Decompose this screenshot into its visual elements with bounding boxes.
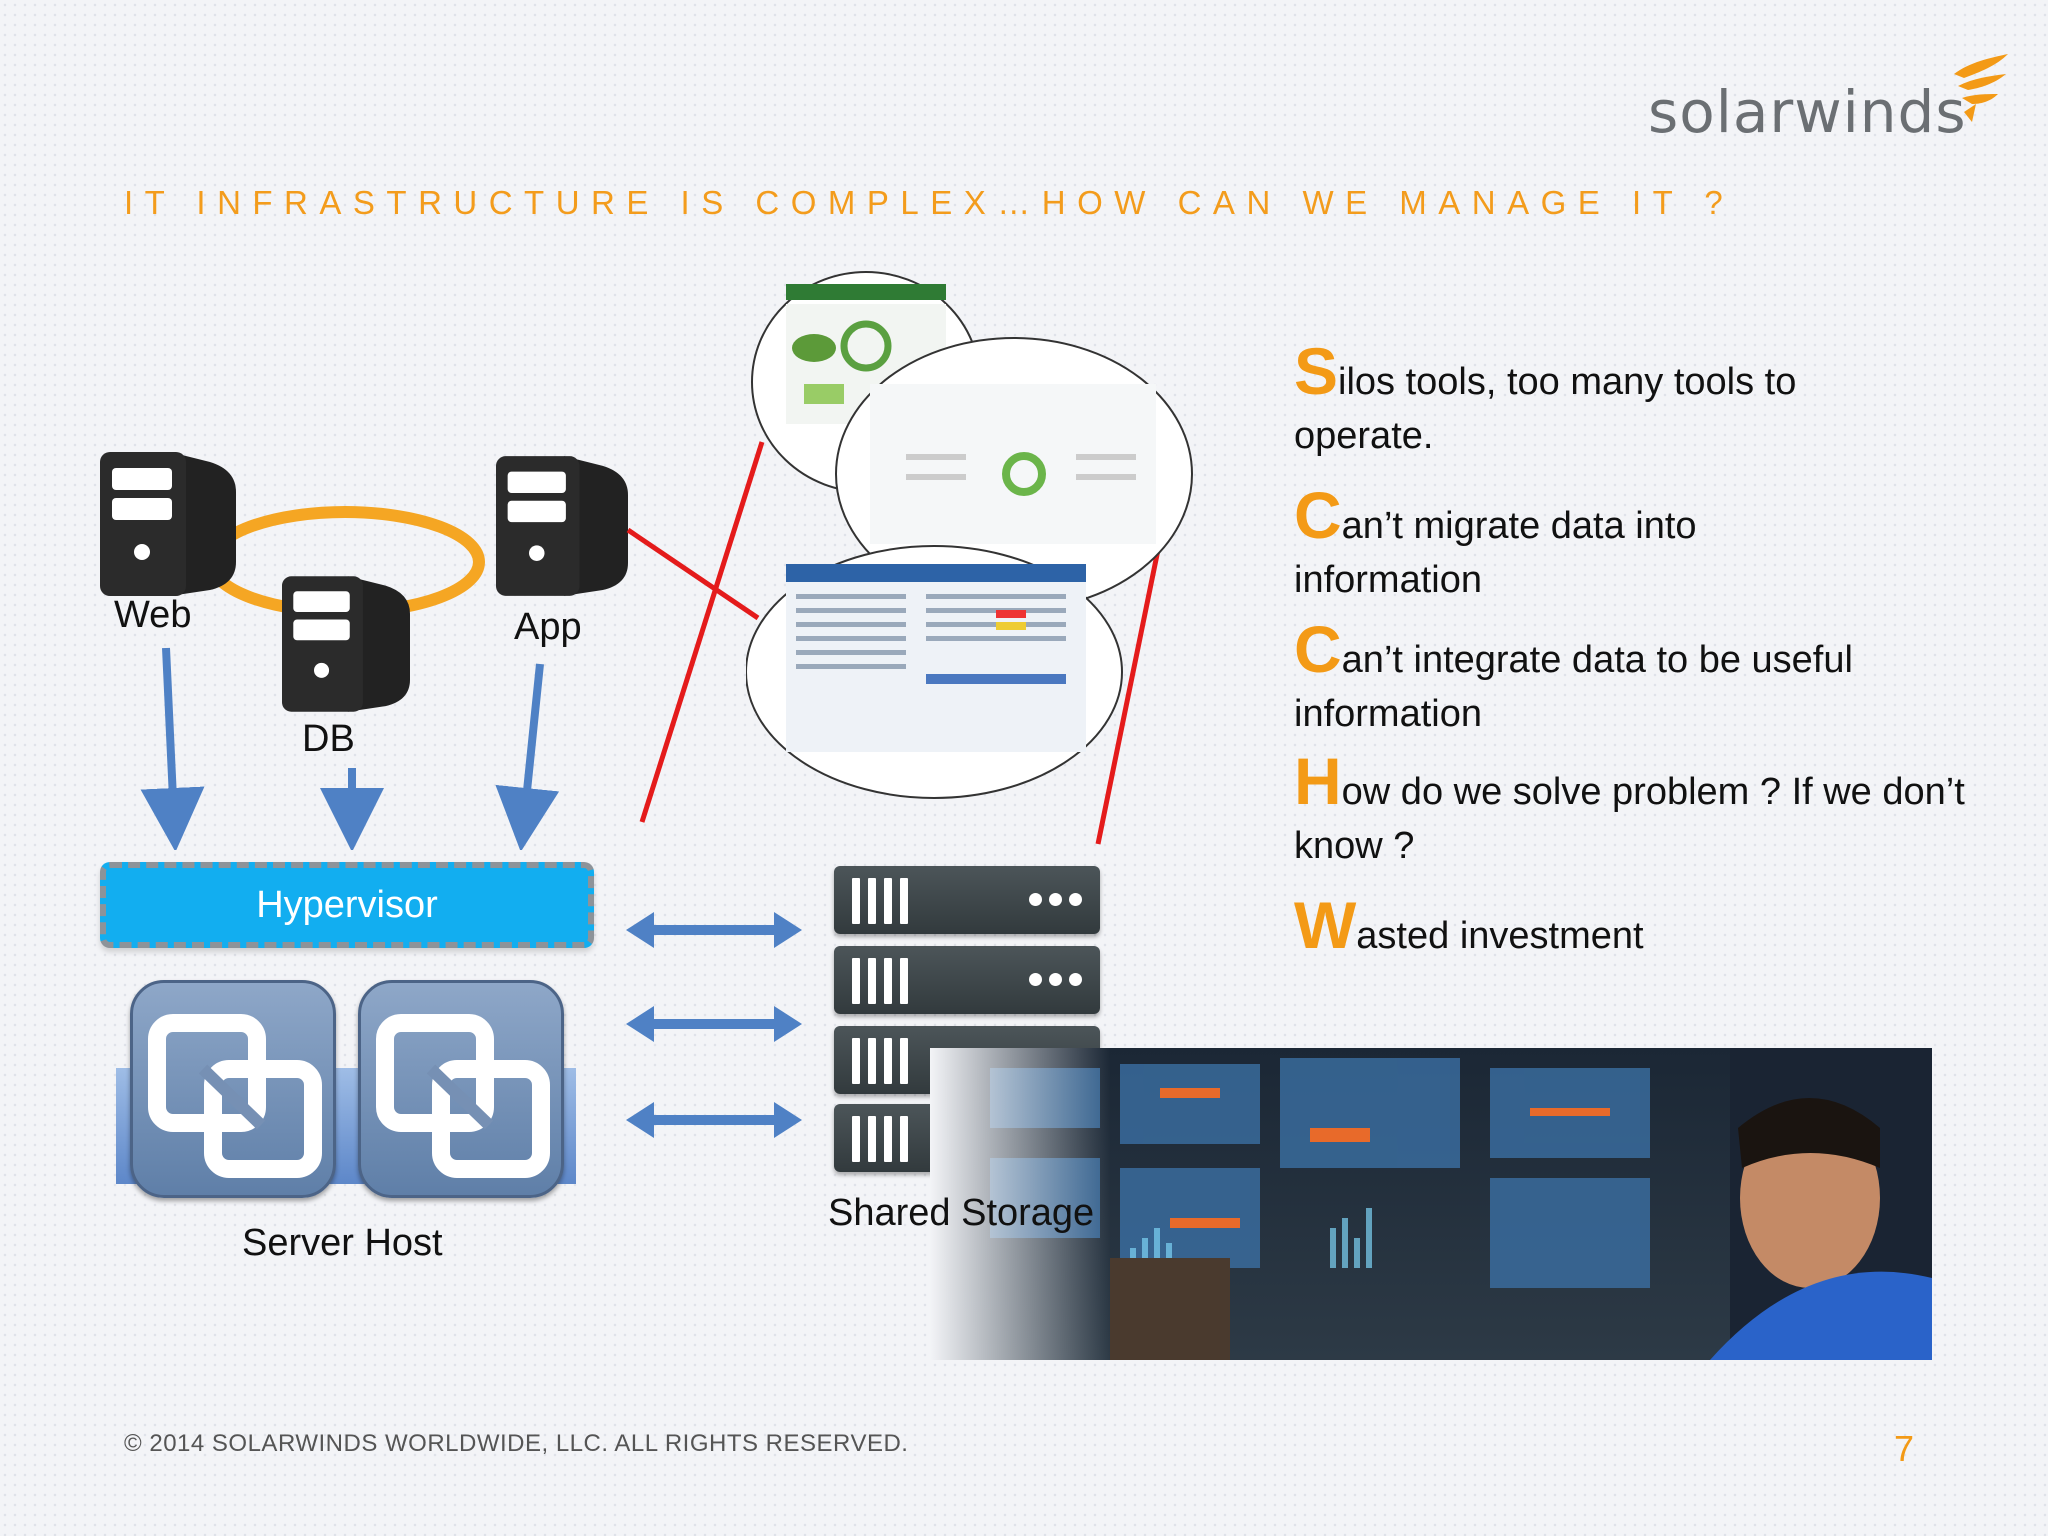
bullet-silos: Silos tools, too many tools to operate. [1294,338,2014,463]
bullet-text: an’t migrate data into [1341,505,1697,547]
solarwinds-logo-text: solarwinds [1648,78,1967,146]
hypervisor-label: Hypervisor [256,883,438,926]
bullet-initial: W [1294,888,1357,962]
bullet-solve: How do we solve problem ? If we don’t kn… [1294,748,2014,873]
server-host-label: Server Host [242,1222,443,1264]
storage-link-arrows [626,912,802,1138]
monitoring-tool-screenshots [746,271,1193,799]
web-label: Web [114,594,192,636]
copyright-footer: © 2014 SOLARWINDS WORLDWIDE, LLC. ALL RI… [124,1430,909,1457]
monitoring-dashboard-photo [930,1048,1932,1360]
bullet-initial: C [1294,612,1342,686]
server-to-hypervisor-arrows [140,647,560,850]
bullet-initial: C [1294,478,1342,552]
vm-icon [130,980,336,1198]
bullet-text: ow do we solve problem ? If we don’t [1341,771,1965,813]
slide-title: IT INFRASTRUCTURE IS COMPLEX…HOW CAN WE … [124,184,1735,221]
bullet-integrate: Can’t integrate data to be useful inform… [1294,616,2014,741]
vm-icon [358,980,564,1198]
bullet-text: an’t integrate data to be useful [1341,639,1853,681]
shared-storage-label: Shared Storage [828,1192,1095,1234]
red-connector-lines [626,441,1163,845]
web-server-icon [100,452,236,596]
bullet-migrate: Can’t migrate data into information [1294,482,2014,607]
bullet-text-continued: know ? [1294,825,1415,867]
bullet-initial: H [1294,744,1342,818]
db-label: DB [302,718,355,760]
hypervisor-bar: Hypervisor [100,862,594,948]
bullet-initial: S [1294,334,1339,408]
bullet-text-continued: information [1294,693,1482,735]
app-label: App [514,606,582,648]
solarwinds-flame-icon [1954,54,2008,122]
db-server-icon [282,576,410,712]
bullet-wasted: Wasted investment [1294,892,2014,963]
page-number: 7 [1894,1428,1915,1469]
bullet-text-continued: operate. [1294,415,1434,457]
bullet-text-continued: information [1294,559,1482,601]
bullet-text: asted investment [1356,915,1644,957]
bullet-text: ilos tools, too many tools to [1338,361,1797,403]
storage-unit [834,946,1100,1014]
app-server-icon [496,456,628,596]
storage-unit [834,866,1100,934]
